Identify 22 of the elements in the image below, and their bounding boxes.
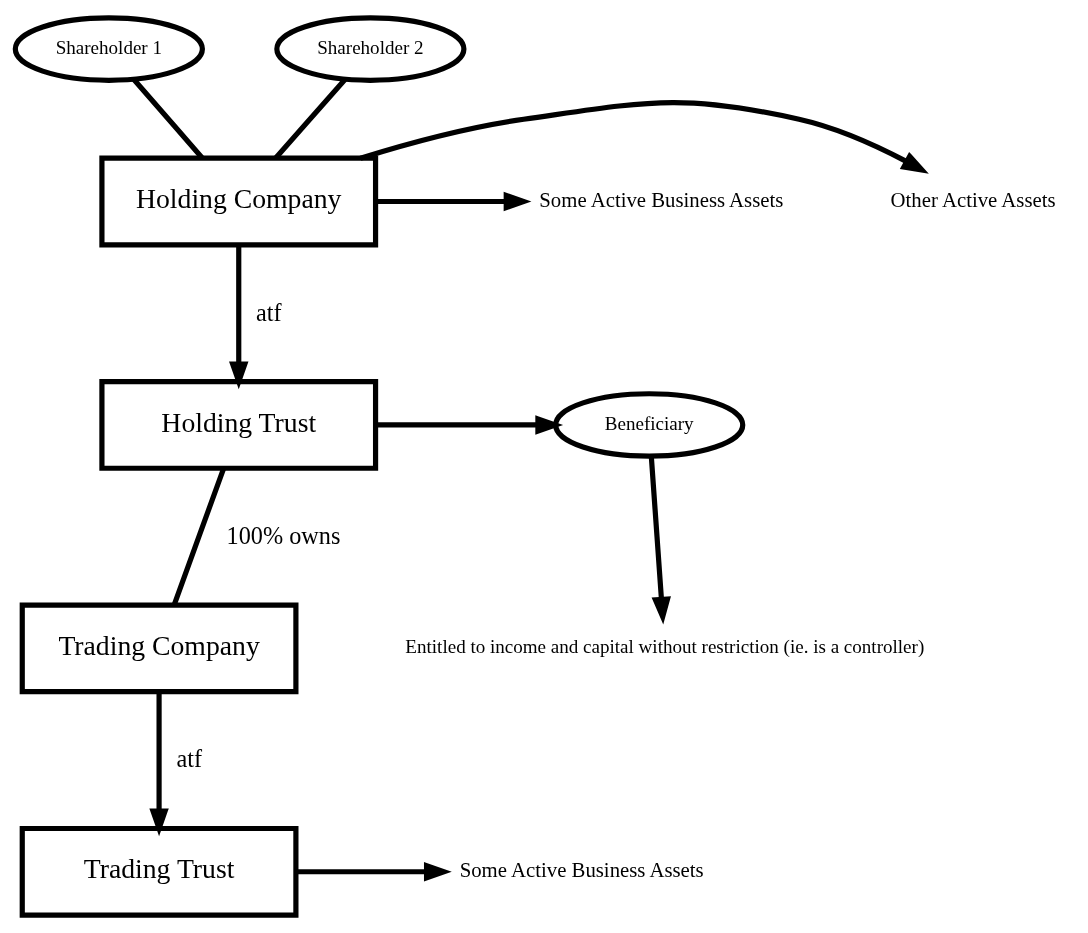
arrow xyxy=(149,692,169,837)
node-ellipse: Shareholder 2 xyxy=(274,15,467,83)
node-box: Holding Trust xyxy=(99,379,379,471)
node-box: Trading Company xyxy=(19,602,299,695)
node-ellipse: Beneficiary xyxy=(553,391,746,459)
connector xyxy=(171,467,226,606)
edge-label: atf xyxy=(256,298,282,326)
node-ellipse: Shareholder 1 xyxy=(12,15,205,83)
node-text: Some Active Business Assets xyxy=(539,187,784,211)
edge-label: 100% owns xyxy=(226,521,341,549)
node-box: Trading Trust xyxy=(19,825,299,918)
arrow xyxy=(296,862,452,882)
edge-label: atf xyxy=(176,745,202,773)
arrow xyxy=(375,415,564,435)
node-box: Holding Company xyxy=(99,155,379,248)
arrow xyxy=(229,245,249,390)
arrow xyxy=(648,456,671,625)
node-text: Entitled to income and capital without restriction (ie. is a controller) xyxy=(405,636,925,658)
node-text: Other Active Assets xyxy=(890,187,1056,211)
arrow xyxy=(359,100,929,174)
arrow xyxy=(375,191,532,212)
node-text: Some Active Business Assets xyxy=(459,858,704,882)
